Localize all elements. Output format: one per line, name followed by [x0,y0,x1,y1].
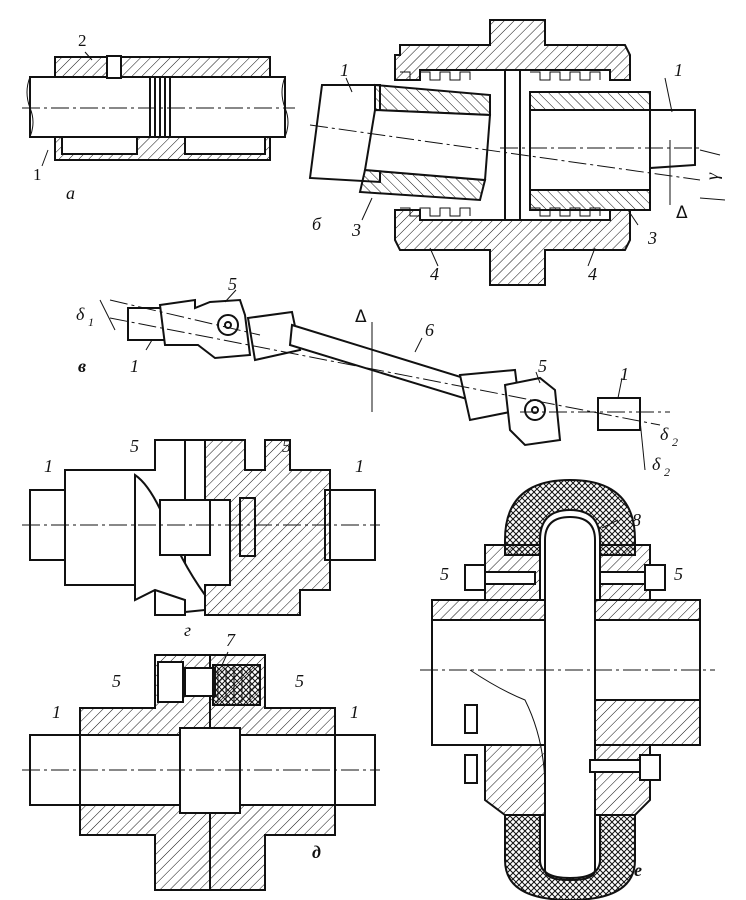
label-holder-right: 4 [588,264,597,284]
label-hub-right: 3 [647,228,657,248]
label-delta2-a-sub: 2 [672,435,678,449]
label-delta-v: Δ [355,307,367,327]
label-shaft-a: 1 [33,165,42,184]
label-half-v-left: 5 [228,274,237,294]
label-panel-v: в [78,356,86,376]
label-panel-e: е [634,860,642,880]
label-holder-left: 4 [430,264,439,284]
panel-d [22,651,380,891]
label-panel-d: д [312,842,321,862]
label-shaft-v-left: 1 [130,356,139,376]
label-delta1-sub: 1 [88,315,94,329]
panel-e [420,478,715,900]
pin [106,55,122,79]
sleeve-top [54,56,271,78]
holder-top [394,19,631,86]
panel-v [99,289,670,471]
label-half-d-right: 5 [295,671,304,691]
label-delta2-a: δ [660,424,669,444]
label-half-e-right: 5 [674,564,683,584]
hub-right-top [529,91,651,111]
label-shaft-b-left: 1 [340,60,349,80]
shaft-right-b [649,109,696,170]
label-spring: 7 [226,630,236,650]
shaft-left-v [127,307,167,341]
label-half-d-left: 5 [112,671,121,691]
key-left [61,136,138,155]
intermediate-shaft [288,323,482,402]
shaft-left [29,76,161,138]
panel-b [308,19,726,286]
label-delta1: δ [76,304,85,324]
rubber-shell [504,478,636,556]
label-half-e-left: 5 [440,564,449,584]
label-delta2-b-sub: 2 [664,465,670,479]
label-rubber: 8 [632,510,641,530]
label-shaft-g-right: 1 [355,456,364,476]
label-half-g-right: 5 [282,436,291,456]
label-shaft-d-left: 1 [52,702,61,722]
label-half-v-right: 5 [538,356,547,376]
shaft-right [164,76,286,138]
label-panel-g: г [184,620,191,640]
panel-g [22,439,380,616]
label-hub-left: 3 [351,220,361,240]
label-shaft-g-left: 1 [44,456,53,476]
label-gamma: γ [702,172,722,180]
spring [212,664,261,706]
panel-a [22,51,295,167]
label-shaft-b-right: 1 [674,60,683,80]
label-delta2-b: δ [652,454,661,474]
label-panel-b: б [312,214,322,234]
labels: а б в г д е 2 1 1 1 3 3 4 4 Δ γ 1 5 6 Δ … [33,31,722,880]
half-left-e [431,619,546,746]
label-panel-a: а [66,183,75,203]
label-shaft-v-right: 1 [620,364,629,384]
hub-right-bottom [529,189,651,211]
half-right-g [185,439,331,616]
label-shaft-d-right: 1 [350,702,359,722]
label-half-g-left: 5 [130,436,139,456]
label-intermediate: 6 [425,320,434,340]
label-delta-b: Δ [676,203,688,223]
key-right [184,136,266,155]
label-sleeve: 2 [78,31,87,50]
